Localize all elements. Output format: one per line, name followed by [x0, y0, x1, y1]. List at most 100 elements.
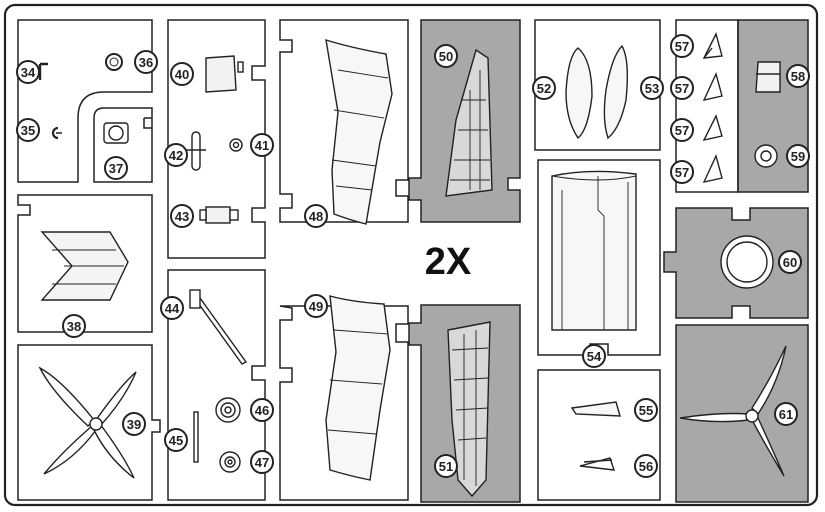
part-42-link	[191, 131, 201, 171]
frame-34-37	[17, 19, 153, 183]
frame-38	[17, 194, 153, 333]
label-47-text: 47	[255, 455, 269, 470]
label-58-text: 58	[791, 69, 805, 84]
label-45-text: 45	[169, 433, 183, 448]
part-36-ring	[105, 53, 123, 71]
part-37-bushing	[103, 122, 129, 144]
label-40: 40	[170, 62, 194, 86]
label-37-text: 37	[109, 161, 123, 176]
label-38-text: 38	[67, 319, 81, 334]
label-57-c-text: 57	[675, 123, 689, 138]
label-54-text: 54	[587, 349, 602, 364]
label-36: 36	[134, 50, 158, 74]
part-50-wing	[445, 48, 493, 197]
label-39-text: 39	[127, 417, 141, 432]
part-40-block	[205, 55, 237, 93]
label-51-text: 51	[439, 459, 453, 474]
part-55-tube	[570, 401, 621, 417]
label-48-text: 48	[309, 209, 323, 224]
label-36-text: 36	[139, 55, 153, 70]
part-61-propeller	[679, 345, 787, 477]
frame-55-56	[537, 369, 661, 501]
label-35-text: 35	[21, 123, 35, 138]
part-43-gearbox	[205, 206, 231, 224]
label-54: 54	[582, 344, 606, 368]
frame-40-43	[167, 19, 266, 259]
label-52-text: 52	[537, 81, 551, 96]
label-34: 34	[16, 60, 40, 84]
label-57-c: 57	[670, 118, 694, 142]
label-60: 60	[778, 250, 802, 274]
part-52-cowl	[565, 47, 593, 140]
label-42-text: 42	[169, 148, 183, 163]
label-59-text: 59	[791, 149, 805, 164]
label-51: 51	[434, 454, 458, 478]
part-47-wheel	[219, 451, 241, 473]
frame-52-53	[534, 19, 661, 151]
part-shapes	[38, 32, 787, 498]
frame-54	[537, 159, 661, 356]
part-60-ring	[720, 235, 774, 289]
label-61-text: 61	[779, 407, 793, 422]
label-52: 52	[532, 76, 556, 100]
label-44-text: 44	[165, 301, 180, 316]
part-45-pin	[193, 411, 199, 463]
label-57-a-text: 57	[675, 39, 689, 54]
frame-39	[17, 344, 161, 501]
label-55: 55	[634, 398, 658, 422]
frame-34-37-tab	[143, 117, 152, 129]
part-56-bracket	[579, 457, 616, 471]
part-57-blade-2	[702, 71, 723, 101]
part-41-washer	[229, 138, 243, 152]
label-56-text: 56	[639, 459, 653, 474]
label-58: 58	[786, 64, 810, 88]
label-46-text: 46	[255, 403, 269, 418]
kit-multiplier-label: 2X	[425, 241, 472, 283]
label-56: 56	[634, 454, 658, 478]
label-48: 48	[304, 204, 328, 228]
label-59: 59	[786, 144, 810, 168]
part-39-propeller	[38, 366, 137, 479]
frame-49	[279, 305, 409, 501]
label-49: 49	[304, 294, 328, 318]
part-54-body	[551, 170, 637, 331]
part-53-cowl	[603, 44, 629, 140]
frame-48	[279, 19, 409, 223]
label-42: 42	[164, 143, 188, 167]
part-57-blade-4	[702, 153, 723, 183]
label-43: 43	[170, 204, 194, 228]
label-34-text: 34	[21, 65, 36, 80]
label-45: 45	[164, 428, 188, 452]
label-57-d-text: 57	[675, 165, 689, 180]
part-46-wheel	[215, 397, 241, 423]
label-55-text: 55	[639, 403, 653, 418]
label-53: 53	[640, 76, 664, 100]
label-57-a: 57	[670, 34, 694, 58]
label-57-d: 57	[670, 160, 694, 184]
label-57-b-text: 57	[675, 81, 689, 96]
label-44: 44	[160, 296, 184, 320]
part-57-blade-3	[702, 114, 723, 142]
label-41-text: 41	[255, 138, 269, 153]
frame-44-47	[167, 269, 266, 501]
label-37: 37	[104, 156, 128, 180]
label-46: 46	[250, 398, 274, 422]
label-50: 50	[434, 44, 458, 68]
part-59-gear	[754, 144, 778, 168]
part-48-fuselage-half	[325, 38, 393, 225]
label-49-text: 49	[309, 299, 323, 314]
label-50-text: 50	[439, 49, 453, 64]
frame-37-inner	[93, 107, 153, 183]
label-47: 47	[250, 450, 274, 474]
label-60-text: 60	[783, 255, 797, 270]
label-57-b: 57	[670, 76, 694, 100]
label-41: 41	[250, 133, 274, 157]
label-35: 35	[16, 118, 40, 142]
label-38: 38	[62, 314, 86, 338]
part-35-hook	[51, 126, 59, 140]
label-53-text: 53	[645, 81, 659, 96]
label-61: 61	[774, 402, 798, 426]
part-labels: 34 35 36 37 38 39 40 41 42 43 44 45 46 4…	[16, 34, 810, 478]
part-58-cap	[755, 61, 781, 93]
